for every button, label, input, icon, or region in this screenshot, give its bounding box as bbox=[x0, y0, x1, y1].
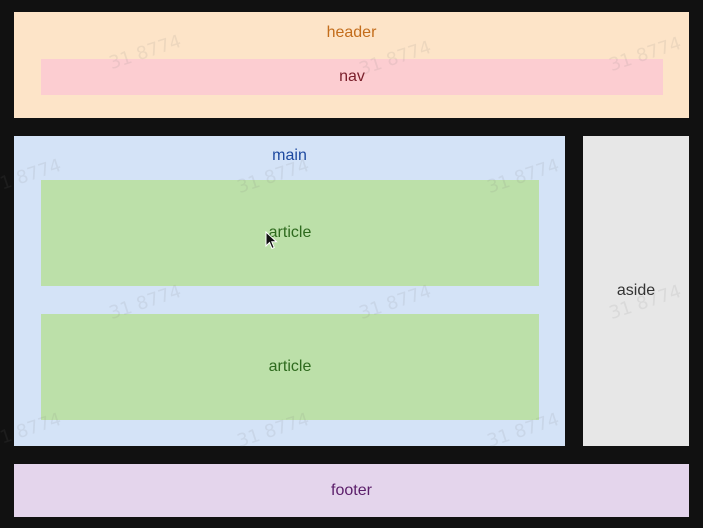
article-label-2: article bbox=[268, 358, 312, 375]
nav-label: nav bbox=[339, 68, 365, 85]
main-label: main bbox=[272, 147, 307, 164]
footer-label: footer bbox=[331, 482, 372, 499]
header-label: header bbox=[326, 24, 377, 41]
article-box-2: article bbox=[41, 314, 539, 420]
footer-box: footer bbox=[14, 464, 689, 517]
mouse-cursor-icon bbox=[265, 231, 278, 250]
aside-label: aside bbox=[616, 282, 656, 299]
article-box-1: article bbox=[41, 180, 539, 286]
article-label-1: article bbox=[268, 224, 312, 241]
nav-box: nav bbox=[41, 59, 663, 95]
aside-box: aside bbox=[583, 136, 689, 446]
